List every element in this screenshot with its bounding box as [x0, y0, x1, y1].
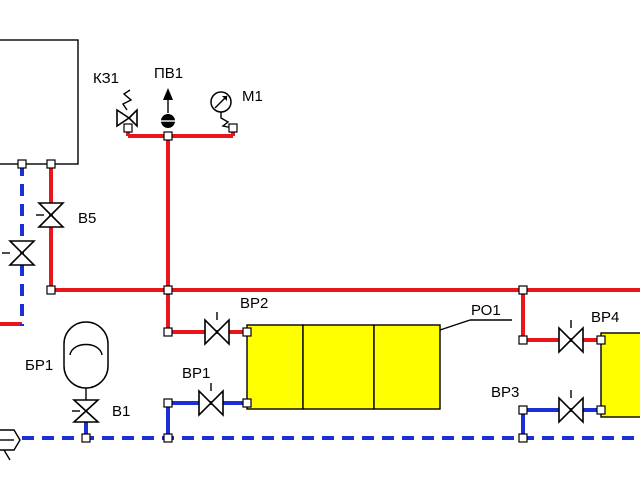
label-m1: М1: [242, 88, 263, 105]
label-ro1: РО1: [471, 302, 501, 319]
boiler: [0, 39, 79, 165]
label-vr1: ВР1: [182, 365, 210, 382]
label-b1: В1: [112, 403, 130, 420]
label-br1: БР1: [25, 357, 53, 374]
radiator-2: [600, 332, 640, 418]
pressure-gauge-icon: [210, 91, 234, 129]
label-vr2: ВР2: [240, 295, 268, 312]
label-pv1: ПВ1: [154, 65, 183, 82]
valve-vr2-icon[interactable]: [204, 318, 230, 346]
radiator-ro1: [246, 324, 441, 410]
valve-b5-icon[interactable]: [37, 202, 65, 228]
valve-vr3-icon[interactable]: [558, 396, 584, 424]
valve-vr1-icon[interactable]: [198, 389, 224, 417]
supply-pipes: [0, 128, 640, 342]
air-vent-icon: [161, 88, 175, 128]
valve-vr4-icon[interactable]: [558, 326, 584, 354]
label-b5: В5: [78, 210, 96, 227]
valve-return-left-icon[interactable]: [8, 240, 36, 266]
label-vr3: ВР3: [491, 384, 519, 401]
junction-nodes: [17, 123, 606, 443]
expansion-tank-icon: [63, 321, 109, 389]
pump-icon: [0, 429, 21, 461]
safety-valve-icon: [116, 89, 138, 130]
label-vr4: ВР4: [591, 309, 619, 326]
label-kz1: КЗ1: [93, 70, 119, 87]
valve-b1-icon[interactable]: [71, 399, 101, 423]
